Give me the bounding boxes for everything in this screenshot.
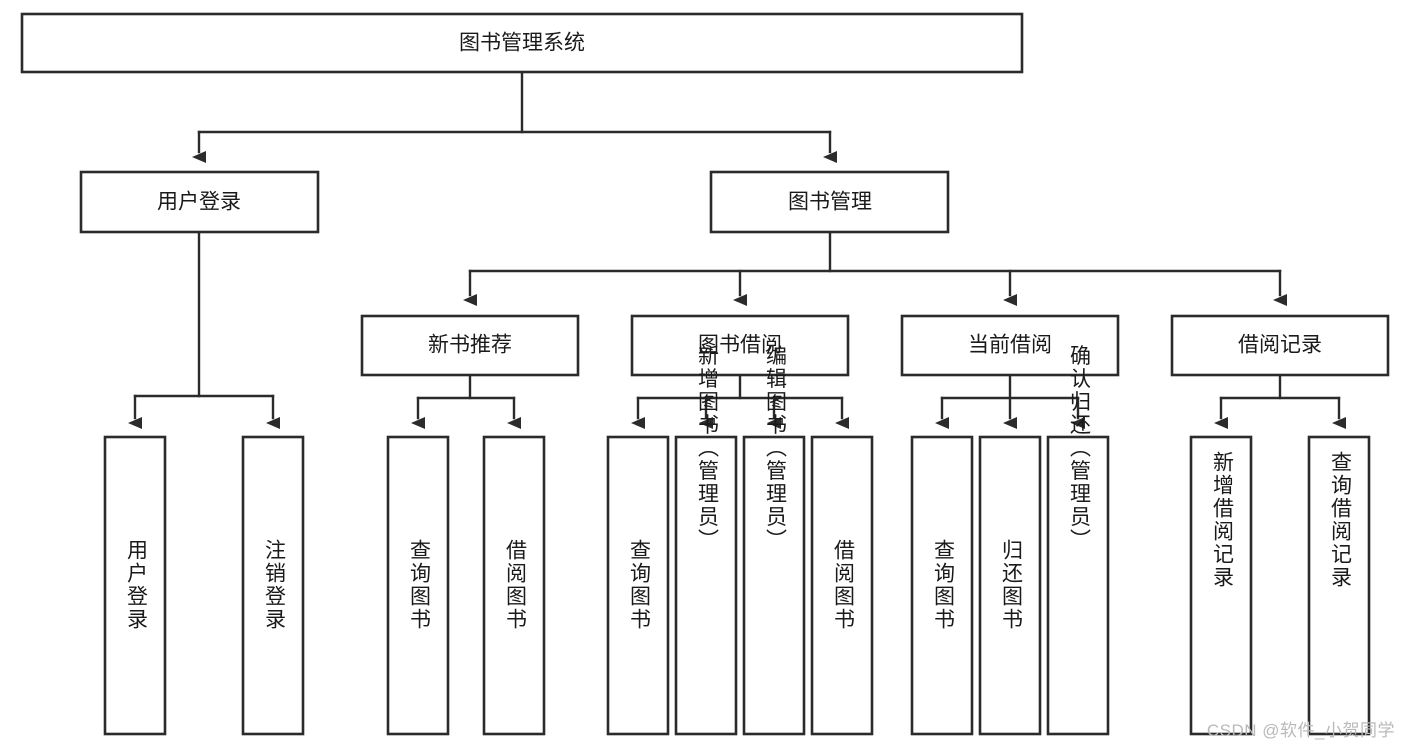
node-user-login[interactable]: 用户登录 xyxy=(79,170,320,234)
node-leaf-query-book-2-label: 查询图书 xyxy=(627,539,651,631)
node-book-management-label: 图书管理 xyxy=(788,191,872,214)
node-leaf-borrow-book-2-box xyxy=(810,435,874,736)
node-root-box xyxy=(20,12,1024,74)
connector-borrowrecord-to-leaves xyxy=(1214,373,1346,429)
node-leaf-add-record-label: 新增借阅记录 xyxy=(1210,451,1234,589)
node-root-system[interactable]: 图书管理系统 xyxy=(20,12,1024,74)
csdn-watermark: CSDN @软件_小贺同学 xyxy=(1206,721,1395,740)
node-borrow-record[interactable]: 借阅记录 xyxy=(1170,314,1390,377)
node-borrow-record-label: 借阅记录 xyxy=(1238,334,1322,357)
node-leaf-query-record-box xyxy=(1307,435,1371,736)
node-book-borrow-box xyxy=(630,314,850,377)
node-leaf-user-login-label: 用户登录 xyxy=(124,539,148,631)
connector-currentborrow-to-leaves xyxy=(935,373,1085,429)
node-borrow-record-box xyxy=(1170,314,1390,377)
node-leaf-confirm-return-box xyxy=(1046,435,1110,736)
node-leaf-query-record-label: 查询借阅记录 xyxy=(1328,451,1352,589)
node-current-borrow-label: 当前借阅 xyxy=(968,334,1052,357)
node-leaf-logout-login[interactable]: 注销登录 xyxy=(241,435,305,736)
node-leaf-query-book-3[interactable]: 查询图书 xyxy=(910,435,974,736)
node-leaf-borrow-book-2[interactable]: 借阅图书 xyxy=(810,435,874,736)
node-leaf-return-book-box xyxy=(978,435,1042,736)
node-leaf-logout-login-label: 注销登录 xyxy=(262,539,286,631)
node-current-borrow[interactable]: 当前借阅 xyxy=(900,314,1120,377)
node-user-login-box xyxy=(79,170,320,234)
node-leaf-borrow-book-1[interactable]: 借阅图书 xyxy=(482,435,546,736)
node-leaf-user-login-box xyxy=(103,435,167,736)
node-book-management-box xyxy=(709,170,950,234)
node-leaf-query-book-1[interactable]: 查询图书 xyxy=(386,435,450,736)
node-leaf-return-book-label: 归还图书 xyxy=(999,539,1023,631)
node-leaf-edit-book[interactable]: 编辑图书（管理员） xyxy=(742,345,806,736)
node-leaf-return-book[interactable]: 归还图书 xyxy=(978,435,1042,736)
node-leaf-query-book-1-label: 查询图书 xyxy=(407,539,431,631)
node-leaf-edit-book-label: 编辑图书（管理员） xyxy=(763,345,787,552)
connector-newbook-to-leaves xyxy=(411,373,521,429)
node-leaf-user-login[interactable]: 用户登录 xyxy=(103,435,167,736)
node-leaf-borrow-book-1-box xyxy=(482,435,546,736)
node-book-borrow-label: 图书借阅 xyxy=(698,334,782,357)
node-leaf-query-book-1-box xyxy=(386,435,450,736)
node-new-book-recommend[interactable]: 新书推荐 xyxy=(360,314,580,377)
node-new-book-recommend-box xyxy=(360,314,580,377)
connector-userlogin-to-leaves xyxy=(128,230,280,429)
connector-bookmgmt-to-level3 xyxy=(463,230,1287,306)
node-leaf-query-book-2-box xyxy=(606,435,670,736)
node-leaf-add-book[interactable]: 新增图书（管理员） xyxy=(674,345,738,736)
node-leaf-query-record[interactable]: 查询借阅记录 xyxy=(1307,435,1371,736)
node-leaf-query-book-3-box xyxy=(910,435,974,736)
connector-root-to-level2 xyxy=(192,70,837,163)
node-leaf-edit-book-box xyxy=(742,435,806,736)
node-book-borrow[interactable]: 图书借阅 xyxy=(630,314,850,377)
node-leaf-add-record[interactable]: 新增借阅记录 xyxy=(1189,435,1253,736)
node-user-login-label: 用户登录 xyxy=(157,191,241,214)
node-leaf-logout-login-box xyxy=(241,435,305,736)
node-leaf-borrow-book-1-label: 借阅图书 xyxy=(503,539,527,631)
node-book-management[interactable]: 图书管理 xyxy=(709,170,950,234)
node-leaf-add-book-box xyxy=(674,435,738,736)
node-current-borrow-box xyxy=(900,314,1120,377)
node-leaf-confirm-return-label: 确认归还（管理员） xyxy=(1067,345,1091,552)
node-leaf-add-record-box xyxy=(1189,435,1253,736)
node-leaf-borrow-book-2-label: 借阅图书 xyxy=(831,539,855,631)
node-leaf-query-book-2[interactable]: 查询图书 xyxy=(606,435,670,736)
node-leaf-confirm-return[interactable]: 确认归还（管理员） xyxy=(1046,345,1110,736)
node-new-book-recommend-label: 新书推荐 xyxy=(428,334,512,357)
connector-bookborrow-to-leaves xyxy=(631,373,849,429)
node-leaf-add-book-label: 新增图书（管理员） xyxy=(695,345,719,552)
node-root-label: 图书管理系统 xyxy=(459,32,585,55)
node-leaf-query-book-3-label: 查询图书 xyxy=(931,539,955,631)
